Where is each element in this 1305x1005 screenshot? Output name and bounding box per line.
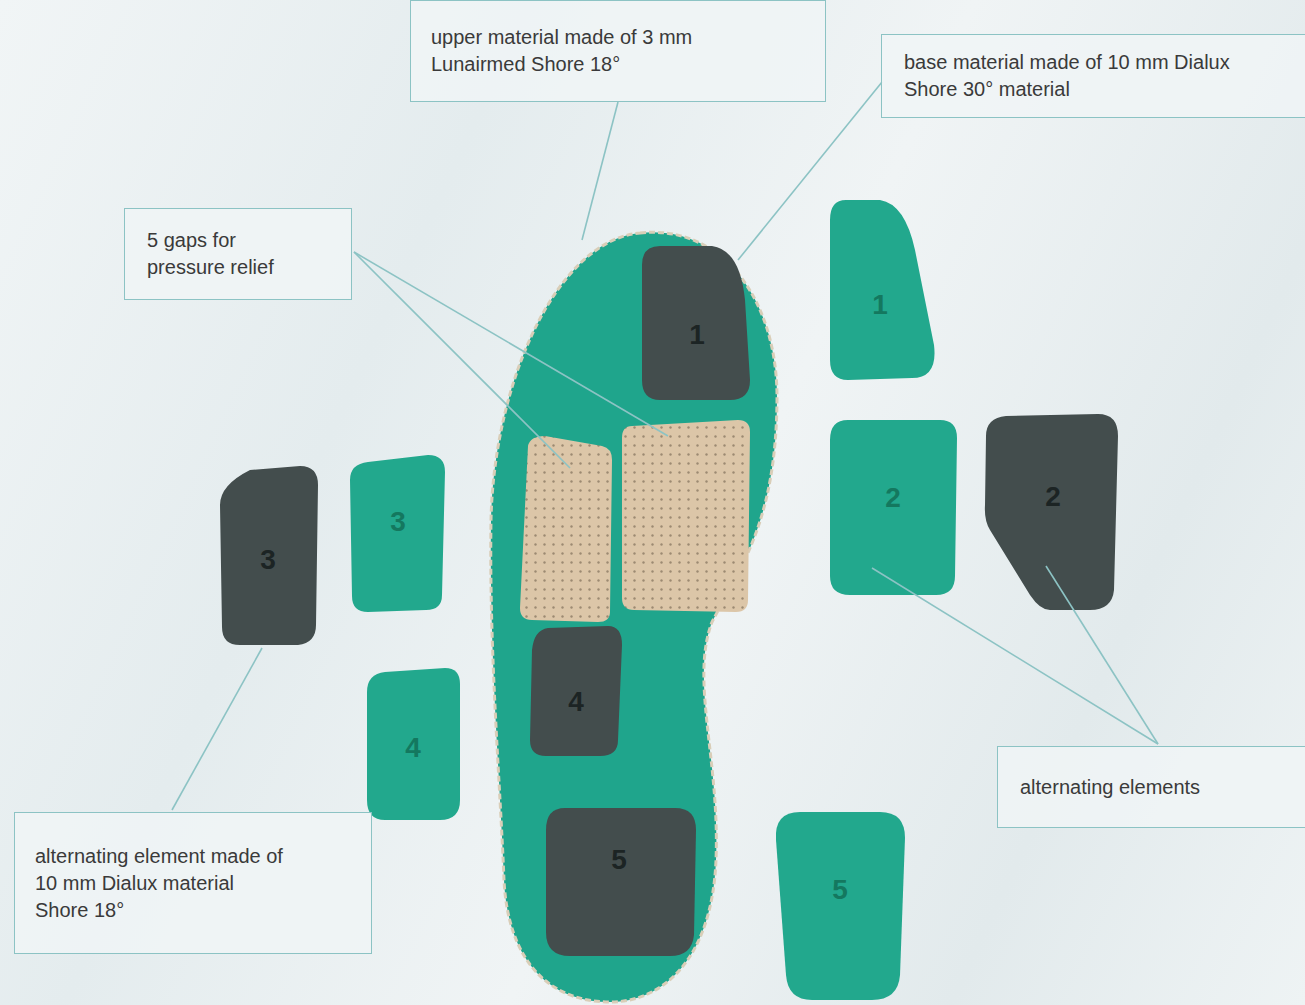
insole-pad xyxy=(642,246,750,400)
callout-number: 3 xyxy=(260,545,276,575)
leader-line xyxy=(1046,566,1158,744)
leader-line xyxy=(738,82,882,260)
callout-number: 4 xyxy=(405,733,421,763)
pressure-gap xyxy=(622,420,750,612)
alternating-element xyxy=(830,420,957,595)
callout-box: 5 gaps for pressure relief xyxy=(124,208,352,300)
callout-number: 4 xyxy=(568,687,584,717)
callout-box: alternating element made of 10 mm Dialux… xyxy=(14,812,372,954)
leader-line xyxy=(872,568,1158,744)
alternating-element xyxy=(776,812,905,1000)
insole-pad xyxy=(530,626,622,756)
callout-number: 1 xyxy=(872,290,888,320)
alternating-element xyxy=(220,466,318,645)
leader-line xyxy=(354,252,668,436)
leader-line xyxy=(172,648,262,810)
callout-number: 5 xyxy=(832,875,848,905)
callout-text: 5 gaps for pressure relief xyxy=(147,227,312,281)
callout-box: alternating elements xyxy=(997,746,1305,828)
callout-number: 5 xyxy=(611,845,627,875)
callout-number: 3 xyxy=(390,507,406,537)
callout-box: upper material made of 3 mm Lunairmed Sh… xyxy=(410,0,826,102)
callout-text: upper material made of 3 mm Lunairmed Sh… xyxy=(431,24,751,78)
insole-pad xyxy=(546,808,696,956)
alternating-element xyxy=(367,668,460,820)
callout-text: alternating elements xyxy=(1020,774,1290,801)
alternating-element xyxy=(985,414,1118,610)
alternating-element xyxy=(830,200,935,380)
insole-outline xyxy=(491,232,777,1002)
callout-number: 1 xyxy=(689,320,705,350)
leader-line xyxy=(582,102,618,240)
callout-box: base material made of 10 mm Dialux Shore… xyxy=(881,34,1305,118)
callout-text: base material made of 10 mm Dialux Shore… xyxy=(904,49,1234,103)
callout-number: 2 xyxy=(1045,482,1061,512)
callout-text: alternating element made of 10 mm Dialux… xyxy=(35,843,285,924)
callout-number: 2 xyxy=(885,483,901,513)
alternating-element xyxy=(350,455,445,612)
